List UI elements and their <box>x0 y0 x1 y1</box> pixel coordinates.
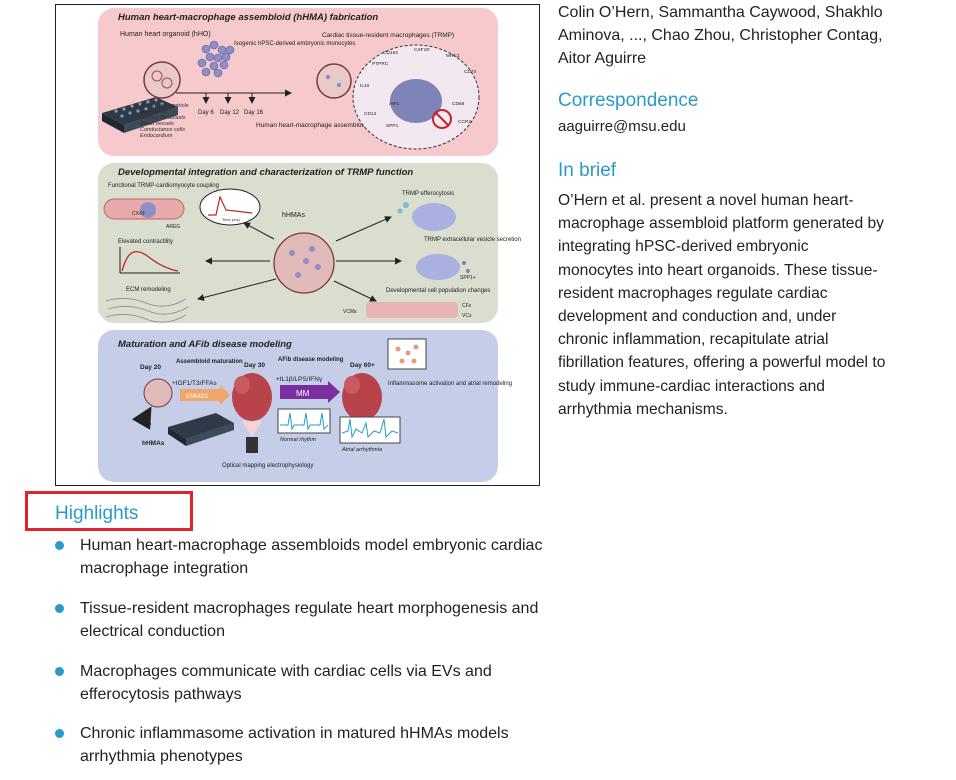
areg-label: AREG <box>166 224 180 230</box>
contractility-curve <box>121 250 179 272</box>
vcs-label: VCs <box>462 313 472 319</box>
svg-text:CD74: CD74 <box>464 69 477 75</box>
assembloid-icon <box>316 63 352 99</box>
day-60-label: Day 60+ <box>350 362 375 369</box>
monocyte-cluster-icon <box>197 40 235 78</box>
highlights-selection-box <box>25 491 193 531</box>
graphical-abstract: Human heart-macrophage assembloid (hHMA)… <box>55 4 540 486</box>
coupling-label: Functional TRMP-cardiomyocyte coupling <box>108 183 219 189</box>
panel-integration-title: Developmental integration and characteri… <box>118 167 413 178</box>
day-16-label: Day 16 <box>244 110 264 116</box>
day-30-label: Day 30 <box>244 362 265 369</box>
hhma-label: Human heart-macrophage assembloid (hHMA) <box>256 122 391 129</box>
emm-label: EMM2/1 <box>186 394 209 400</box>
panel-afib-title: Maturation and AFib disease modeling <box>118 339 292 350</box>
normal-rhythm-label: Normal rhythm <box>280 437 316 443</box>
efferocytosis-cell-icon <box>412 203 456 231</box>
cx43-label: CX43 <box>132 211 145 217</box>
vesicle-label: TRMP extracellular vesicle secretion <box>424 237 521 243</box>
svg-text:PTPRC: PTPRC <box>372 61 389 67</box>
heart-organoid-icon <box>143 61 181 99</box>
ecm-label: ECM remodeling <box>126 287 171 293</box>
maturation-label: Assembloid maturation <box>176 359 243 365</box>
day-20-label: Day 20 <box>140 364 161 371</box>
contractility-label: Elevated contractility <box>118 239 173 245</box>
emm-arrow <box>180 389 220 401</box>
vesicle-cell-icon <box>416 254 460 280</box>
no-ccr2-icon <box>432 109 452 129</box>
in-brief-text: O’Hern et al. present a novel human hear… <box>558 192 886 418</box>
svg-text:CSF1R: CSF1R <box>414 47 430 53</box>
time-label: Time (ms) <box>222 217 241 222</box>
normal-ecg-inset <box>277 408 331 434</box>
svg-text:AIF1: AIF1 <box>389 101 399 107</box>
highlights-heading: Highlights <box>55 503 139 524</box>
correspondence-heading: Correspondence <box>558 90 699 111</box>
mm-arrow <box>280 385 328 399</box>
svg-text:MRC1: MRC1 <box>446 53 460 59</box>
day-12-label: Day 12 <box>220 110 240 116</box>
svg-text:Cardiac fibroblasts: Cardiac fibroblasts <box>140 115 186 121</box>
correspondence-email[interactable]: aaguirre@msu.edu <box>558 118 686 135</box>
panel-integration: Developmental integration and characteri… <box>98 163 521 323</box>
hhmas-center-label: hHMAs <box>282 212 305 219</box>
population-label: Developmental cell population changes <box>386 288 490 294</box>
spp1-label: SPP1+ <box>460 275 476 281</box>
author-list: Colin O’Hern, Sammantha Caywood, Shakhlo… <box>558 4 883 67</box>
svg-text:CD14: CD14 <box>364 111 377 117</box>
arrhythmia-ecg-inset <box>339 416 401 444</box>
cell-population-icon <box>366 302 458 318</box>
cfs-label: CFs <box>462 303 472 309</box>
laser-beam-icon <box>242 421 262 437</box>
efferocytosis-label: TRMP efferocytosis <box>402 191 454 197</box>
panel-afib: Maturation and AFib disease modeling Day… <box>98 330 512 482</box>
svg-text:CCR2: CCR2 <box>458 119 471 125</box>
svg-text:Atrium and ventricle: Atrium and ventricle <box>139 103 189 109</box>
panel-fabrication-title: Human heart-macrophage assembloid (hHMA)… <box>118 12 378 23</box>
highlight-text: Tissue-resident macrophages regulate hea… <box>80 600 539 640</box>
well-plate-bottom-icon <box>168 413 234 439</box>
day-6-label: Day 6 <box>198 110 214 116</box>
bullet-icon <box>55 541 64 550</box>
graphical-abstract-svg: Human heart-macrophage assembloid (hHMA)… <box>98 8 521 482</box>
hhma-small-icon <box>143 378 173 408</box>
monocytes-label: Isogenic hPSC-derived embryonic monocyte… <box>234 41 355 47</box>
panel-fabrication: Human heart-macrophage assembloid (hHMA)… <box>98 8 498 156</box>
svg-text:Blood vessels: Blood vessels <box>140 121 174 127</box>
vcms-label: VCMs <box>343 309 357 315</box>
stimuli-label: +IL1β/LPS/IFNγ <box>276 376 323 383</box>
ecm-fibers-icon <box>105 298 189 323</box>
factors-label: +IGF1/T3/FFAs <box>172 380 217 387</box>
mm-label: MM <box>296 389 310 398</box>
afib-label: AFib disease modeling <box>278 357 344 363</box>
svg-text:CD163: CD163 <box>383 50 398 56</box>
marker-labels: CD163 CSF1R MRC1 PTPRC CD74 IL10 AIF1 CD… <box>360 47 477 129</box>
svg-text:IL10: IL10 <box>360 83 370 89</box>
svg-text:Endocardium: Endocardium <box>140 133 173 139</box>
svg-text:SPP1: SPP1 <box>386 123 399 129</box>
camera-icon <box>246 437 258 453</box>
tissue-list: Atrium and ventricle Epicardium Cardiac … <box>139 103 189 139</box>
inflammasome-label: Inflammasome activation and atrial remod… <box>388 381 512 387</box>
trmp-label: Cardiac tissue-resident macrophages (TRM… <box>322 32 454 39</box>
highlight-text: Human heart-macrophage assembloids model… <box>80 537 543 577</box>
optical-label: Optical mapping electrophysiology <box>222 463 313 469</box>
highlight-text: Macrophages communicate with cardiac cel… <box>80 663 492 703</box>
hho-label: Human heart organoid (hHO) <box>120 31 211 38</box>
svg-text:Conductance cells: Conductance cells <box>140 127 185 133</box>
bullet-icon <box>55 667 64 676</box>
bullet-icon <box>55 604 64 613</box>
hhmas-bottom-label: hHMAs <box>142 440 165 447</box>
calcium-trace-inset <box>199 188 261 226</box>
atrial-arrhythmia-label: Atrial arrhythmia <box>341 447 382 453</box>
in-brief-heading: In brief <box>558 160 617 181</box>
svg-text:CD68: CD68 <box>452 101 465 107</box>
svg-text:Epicardium: Epicardium <box>140 109 168 115</box>
highlight-text: Chronic inflammasome activation in matur… <box>80 725 509 765</box>
bullet-icon <box>55 729 64 738</box>
well-plate-icon <box>102 97 178 125</box>
